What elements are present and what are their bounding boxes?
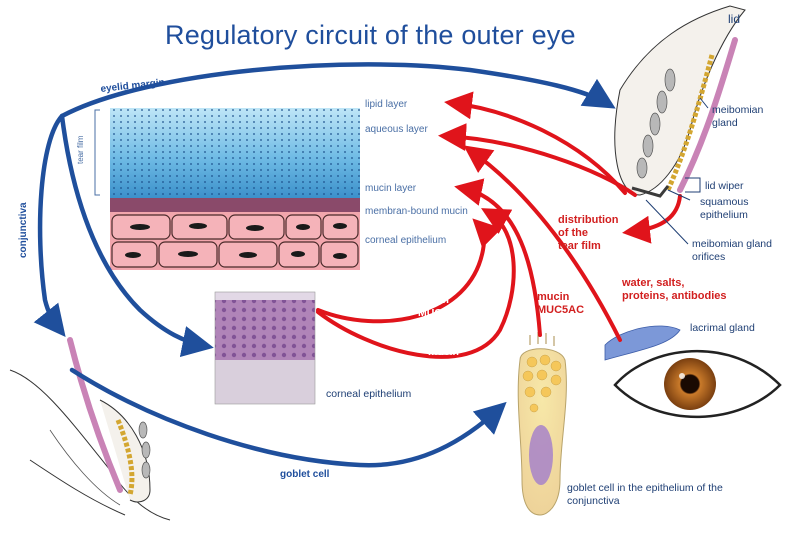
mucin-muc5ac-label: mucin MUC5AC [537, 291, 584, 317]
water-salts-label: water, salts, proteins, antibodies [622, 277, 727, 303]
eye-illustration [605, 326, 780, 417]
meibomian-orifices-label: meibomian gland orifices [692, 238, 772, 264]
distribution-tear-film-label: distribution of the tear film [558, 214, 619, 253]
lid-label: lid [728, 12, 740, 26]
mucin-layer-label: mucin layer [365, 183, 416, 194]
tear-film-label: tear film [76, 136, 85, 164]
corneal-histology-image [215, 292, 315, 404]
lid-wiper-label: lid wiper [705, 180, 744, 192]
goblet-cell-illustration [518, 332, 566, 515]
lacrimal-gland-label: lacrimal gland [690, 322, 755, 334]
aqueous-layer-label: aqueous layer [365, 124, 428, 135]
mucin-muc4-label: mucin MUC 4 [428, 346, 461, 372]
meibomian-gland-label: meibomian gland [712, 104, 763, 130]
lipid-layer-label: lipid layer [365, 99, 407, 110]
conjunctiva-label: conjunctiva [18, 202, 29, 258]
tear-film-block [95, 108, 360, 270]
squamous-epithelium-label: squamous epithelium [700, 196, 748, 222]
goblet-cell-label: goblet cell [280, 469, 329, 480]
goblet-cell-description: goblet cell in the epithelium of the con… [567, 482, 723, 508]
membrane-mucin-label: membran-bound mucin [365, 206, 468, 217]
page-title: Regulatory circuit of the outer eye [165, 20, 576, 51]
eyelid-illustration [615, 6, 745, 196]
lower-eyelid-illustration [10, 340, 170, 520]
corneal-epithelium-image-label: corneal epithelium [326, 388, 411, 400]
corneal-epithelium-layer-label: corneal epithelium [365, 235, 446, 246]
mucin-muc1-label: mucin MUC 1 [418, 294, 451, 320]
